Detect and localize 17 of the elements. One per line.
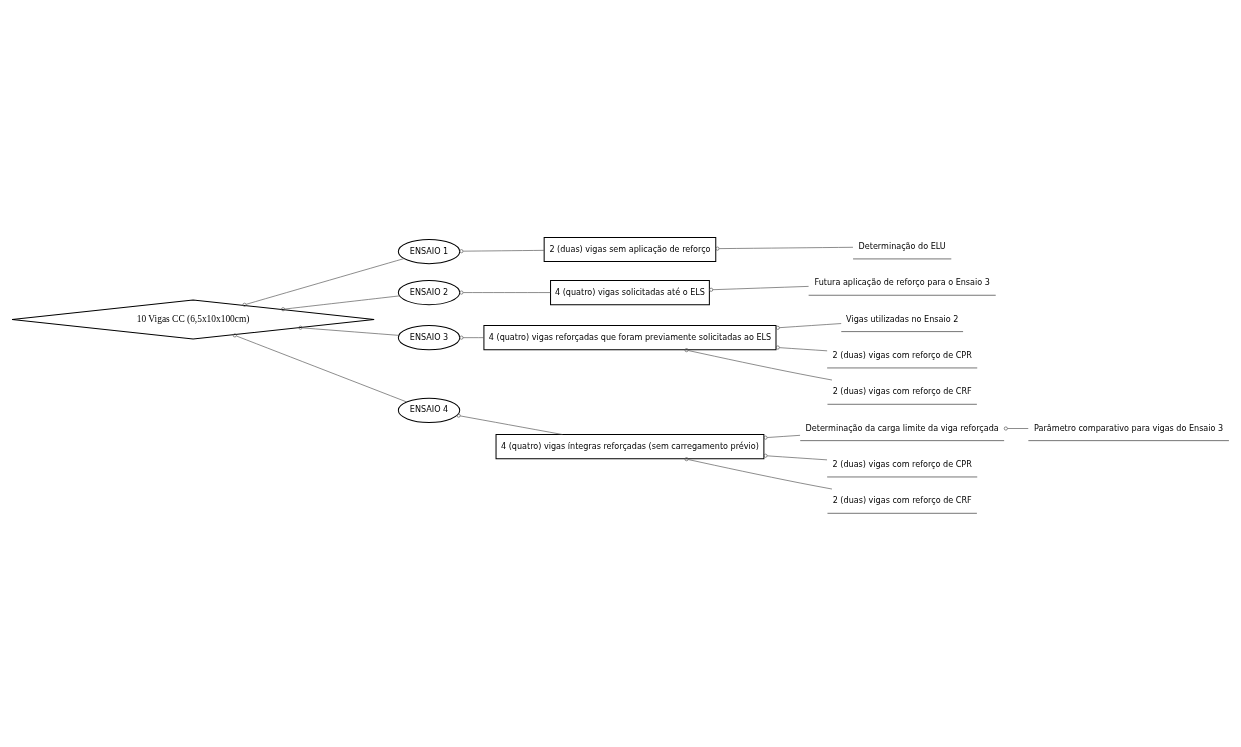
connector — [763, 434, 801, 440]
connector — [1003, 426, 1029, 430]
connector — [715, 246, 854, 251]
connector — [775, 345, 828, 351]
connector — [684, 456, 833, 489]
connector — [298, 325, 400, 336]
connector — [281, 295, 400, 311]
connector — [456, 413, 563, 435]
connector — [459, 335, 485, 340]
connector — [775, 322, 842, 330]
connector — [709, 285, 809, 292]
connector — [684, 347, 833, 380]
connector — [232, 332, 407, 402]
connector — [459, 290, 551, 294]
connector — [242, 257, 405, 307]
connector — [459, 248, 545, 253]
connector — [763, 453, 828, 460]
